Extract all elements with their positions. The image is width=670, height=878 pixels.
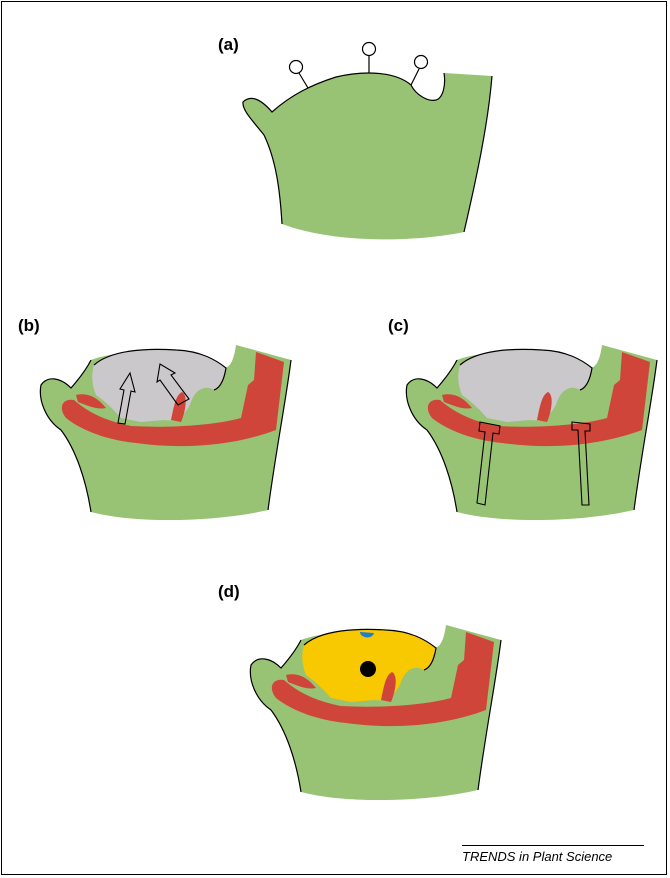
panel-b-apex-diagram: [36, 340, 298, 525]
panel-d-apex-base: [250, 625, 501, 800]
panel-a-pin-2: [363, 43, 376, 74]
panel-c-apex-base: [406, 345, 657, 520]
panel-a-pin-3: [411, 56, 428, 86]
journal-credit: TRENDS in Plant Science: [462, 845, 644, 864]
panel-a-apex-tissue: [243, 73, 492, 239]
panel-b-label: (b): [18, 316, 40, 336]
panel-d-apex-diagram: [246, 620, 508, 805]
panel-d-black-center: [360, 661, 376, 677]
panel-a-shoot-apex-diagram: [236, 40, 496, 240]
panel-d-label: (d): [218, 582, 240, 602]
panel-b-apex-base: [40, 345, 291, 520]
panel-a-pin-1: [290, 61, 309, 89]
panel-c-label: (c): [388, 316, 409, 336]
panel-c-apex-diagram: [402, 340, 664, 525]
